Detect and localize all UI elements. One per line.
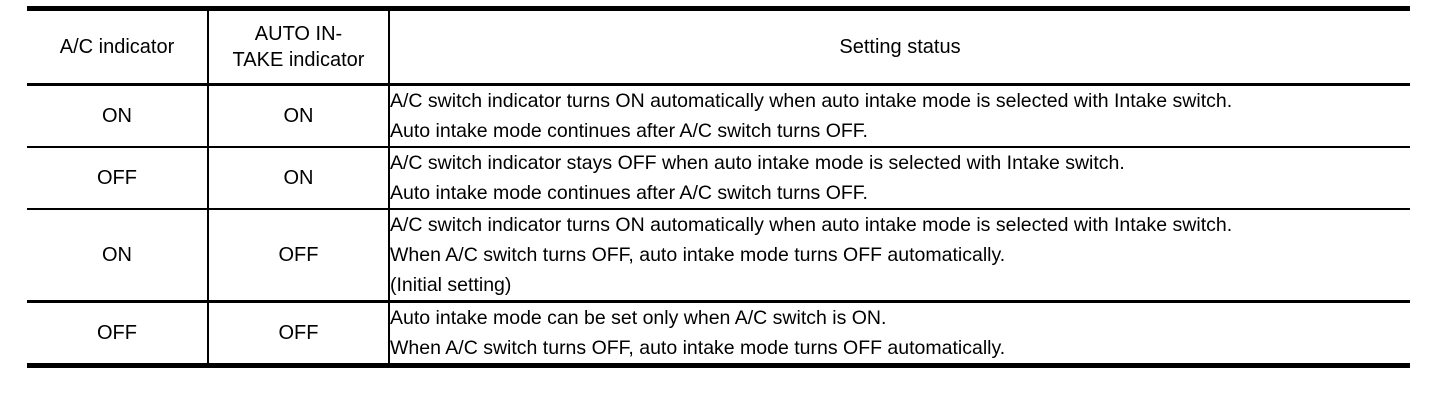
setting-status-line: A/C switch indicator stays OFF when auto…	[390, 152, 1125, 174]
column-header-auto-intake-indicator: AUTO IN- TAKE indicator	[208, 8, 390, 86]
cell-auto-intake-indicator: OFF	[208, 301, 390, 366]
column-header-auto-intake-line-2: TAKE indicator	[232, 49, 365, 71]
cell-ac-indicator: OFF	[27, 147, 209, 210]
cell-auto-intake-indicator: ON	[208, 84, 390, 148]
cell-setting-status: Auto intake mode can be set only when A/…	[389, 302, 1410, 366]
ac-auto-intake-setting-table: A/C indicator AUTO IN- TAKE indicator Se…	[27, 6, 1410, 368]
cell-setting-status: A/C switch indicator turns ON automatica…	[389, 84, 1410, 148]
cell-auto-intake-indicator: OFF	[208, 209, 390, 303]
cell-ac-indicator: OFF	[27, 301, 209, 366]
table-row: ON ON A/C switch indicator turns ON auto…	[27, 84, 1410, 148]
setting-status-line: (Initial setting)	[390, 274, 512, 296]
cell-setting-status: A/C switch indicator turns ON automatica…	[389, 209, 1410, 303]
setting-status-line: Auto intake mode continues after A/C swi…	[390, 182, 868, 204]
table-row: OFF ON A/C switch indicator stays OFF wh…	[27, 147, 1410, 210]
cell-auto-intake-indicator: ON	[208, 147, 390, 210]
setting-status-line: Auto intake mode can be set only when A/…	[390, 307, 887, 329]
setting-status-line: Auto intake mode continues after A/C swi…	[390, 120, 868, 142]
cell-ac-indicator: ON	[27, 209, 209, 303]
setting-status-line: When A/C switch turns OFF, auto intake m…	[390, 244, 1006, 266]
table-row: ON OFF A/C switch indicator turns ON aut…	[27, 209, 1410, 303]
table-row: OFF OFF Auto intake mode can be set only…	[27, 301, 1410, 366]
spec-table-container: A/C indicator AUTO IN- TAKE indicator Se…	[27, 6, 1410, 368]
table-body: ON ON A/C switch indicator turns ON auto…	[27, 84, 1410, 366]
setting-status-line: When A/C switch turns OFF, auto intake m…	[390, 337, 1006, 359]
column-header-auto-intake-line-1: AUTO IN-	[254, 23, 343, 45]
column-header-ac-indicator: A/C indicator	[27, 8, 209, 86]
setting-status-line: A/C switch indicator turns ON automatica…	[390, 214, 1233, 236]
setting-status-line: A/C switch indicator turns ON automatica…	[390, 90, 1233, 112]
table-header-row: A/C indicator AUTO IN- TAKE indicator Se…	[27, 8, 1410, 86]
column-header-setting-status: Setting status	[389, 8, 1410, 86]
cell-ac-indicator: ON	[27, 84, 209, 148]
cell-setting-status: A/C switch indicator stays OFF when auto…	[389, 147, 1410, 210]
